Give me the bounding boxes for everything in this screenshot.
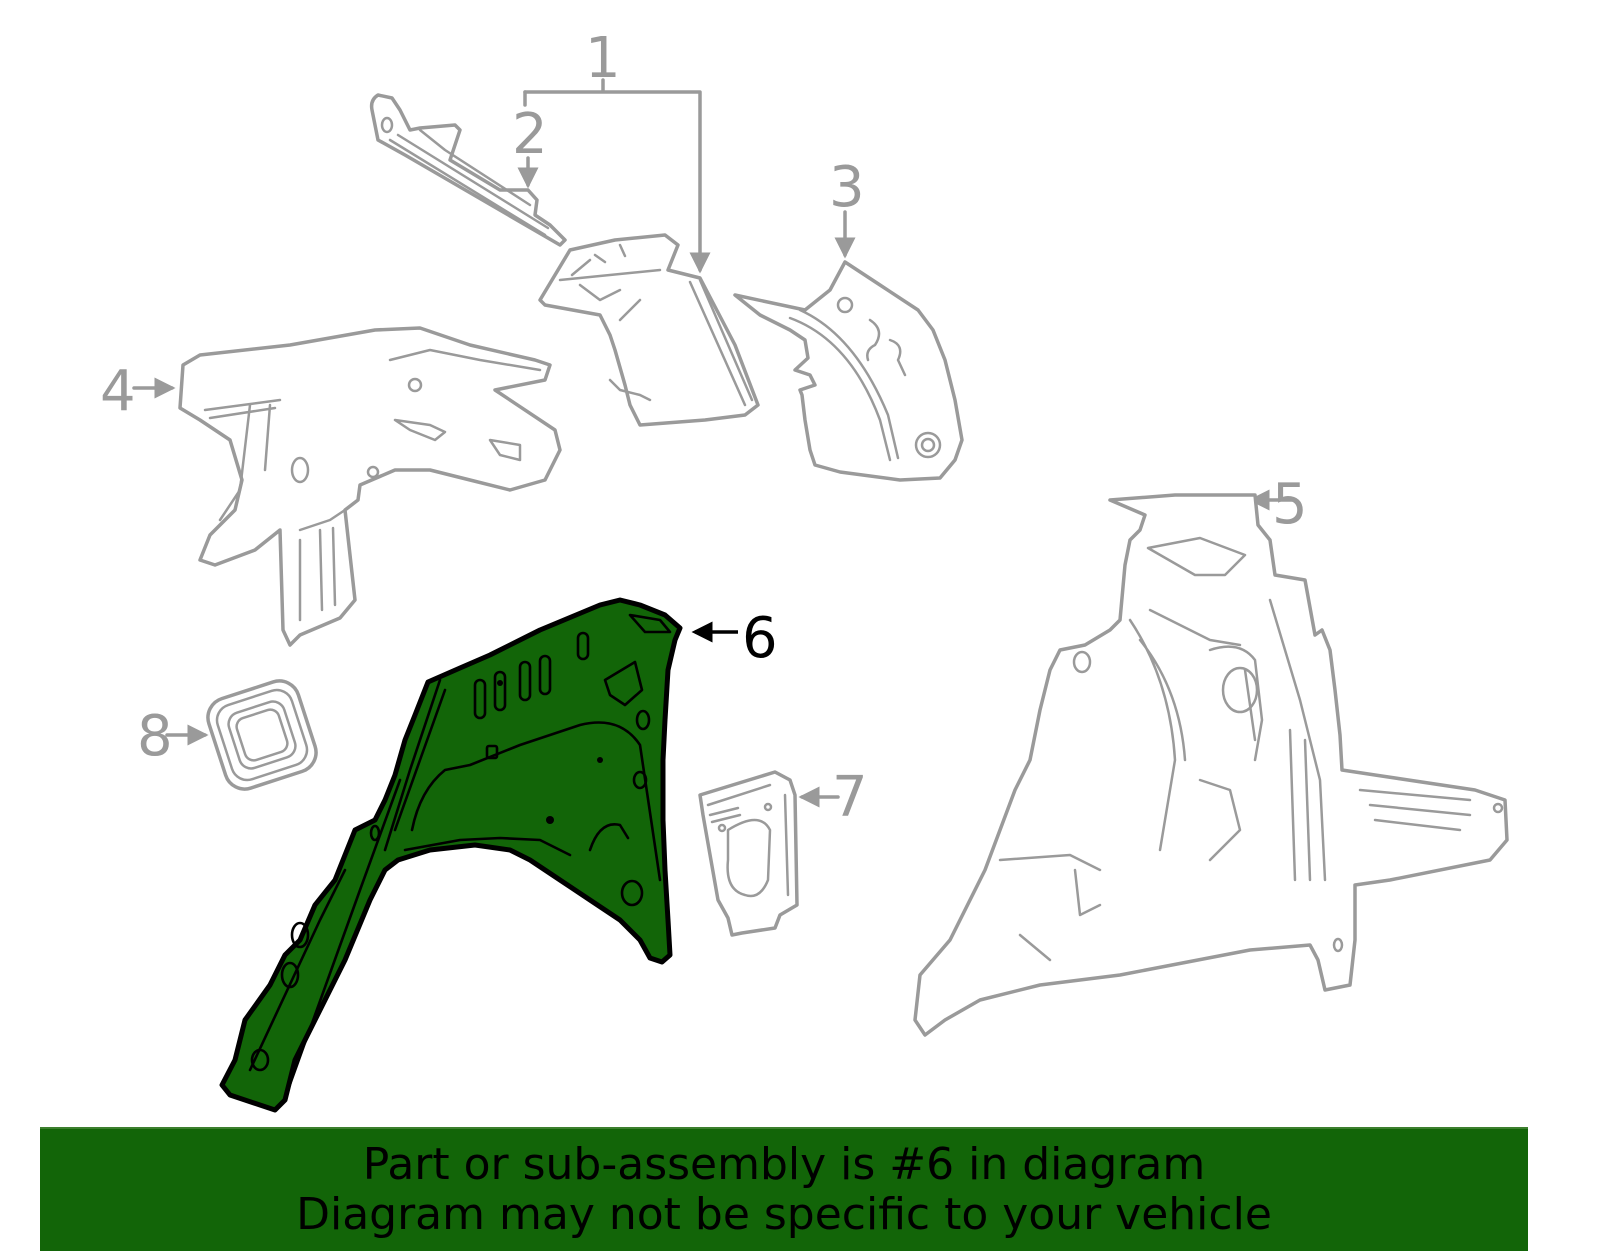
callout-5[interactable]: 5 xyxy=(1248,472,1308,537)
callout-2-label: 2 xyxy=(512,102,548,167)
banner-line-disclaimer: Diagram may not be specific to your vehi… xyxy=(296,1189,1272,1240)
callout-1-bracket xyxy=(523,78,700,270)
callout-8[interactable]: 8 xyxy=(137,704,209,769)
callout-6-label: 6 xyxy=(742,606,778,671)
part-8-plug[interactable] xyxy=(203,676,321,794)
callout-3[interactable]: 3 xyxy=(829,155,865,259)
callout-4-label: 4 xyxy=(100,359,136,424)
part-6-quarter-inner-lower-panel[interactable] xyxy=(219,597,683,1113)
part-4-wheelhouse-outer[interactable] xyxy=(178,326,562,647)
part-7-bracket[interactable] xyxy=(698,770,799,937)
banner-line-part-number: Part or sub-assembly is #6 in diagram xyxy=(362,1139,1206,1190)
disclaimer-banner: Part or sub-assembly is #6 in diagram Di… xyxy=(40,1127,1528,1251)
callout-2[interactable]: 2 xyxy=(512,102,548,189)
callout-5-label: 5 xyxy=(1272,472,1308,537)
callout-3-label: 3 xyxy=(829,155,865,220)
part-5-quarter-inner-assembly[interactable] xyxy=(913,493,1509,1037)
callout-1[interactable]: 1 xyxy=(523,26,700,270)
part-2-bracket[interactable] xyxy=(369,93,567,247)
callout-4[interactable]: 4 xyxy=(100,359,176,424)
part-3-panel[interactable] xyxy=(733,260,964,482)
callout-7[interactable]: 7 xyxy=(798,765,868,830)
callout-6[interactable]: 6 xyxy=(691,606,778,671)
part-1-quarter-inner-upper[interactable] xyxy=(538,233,760,427)
